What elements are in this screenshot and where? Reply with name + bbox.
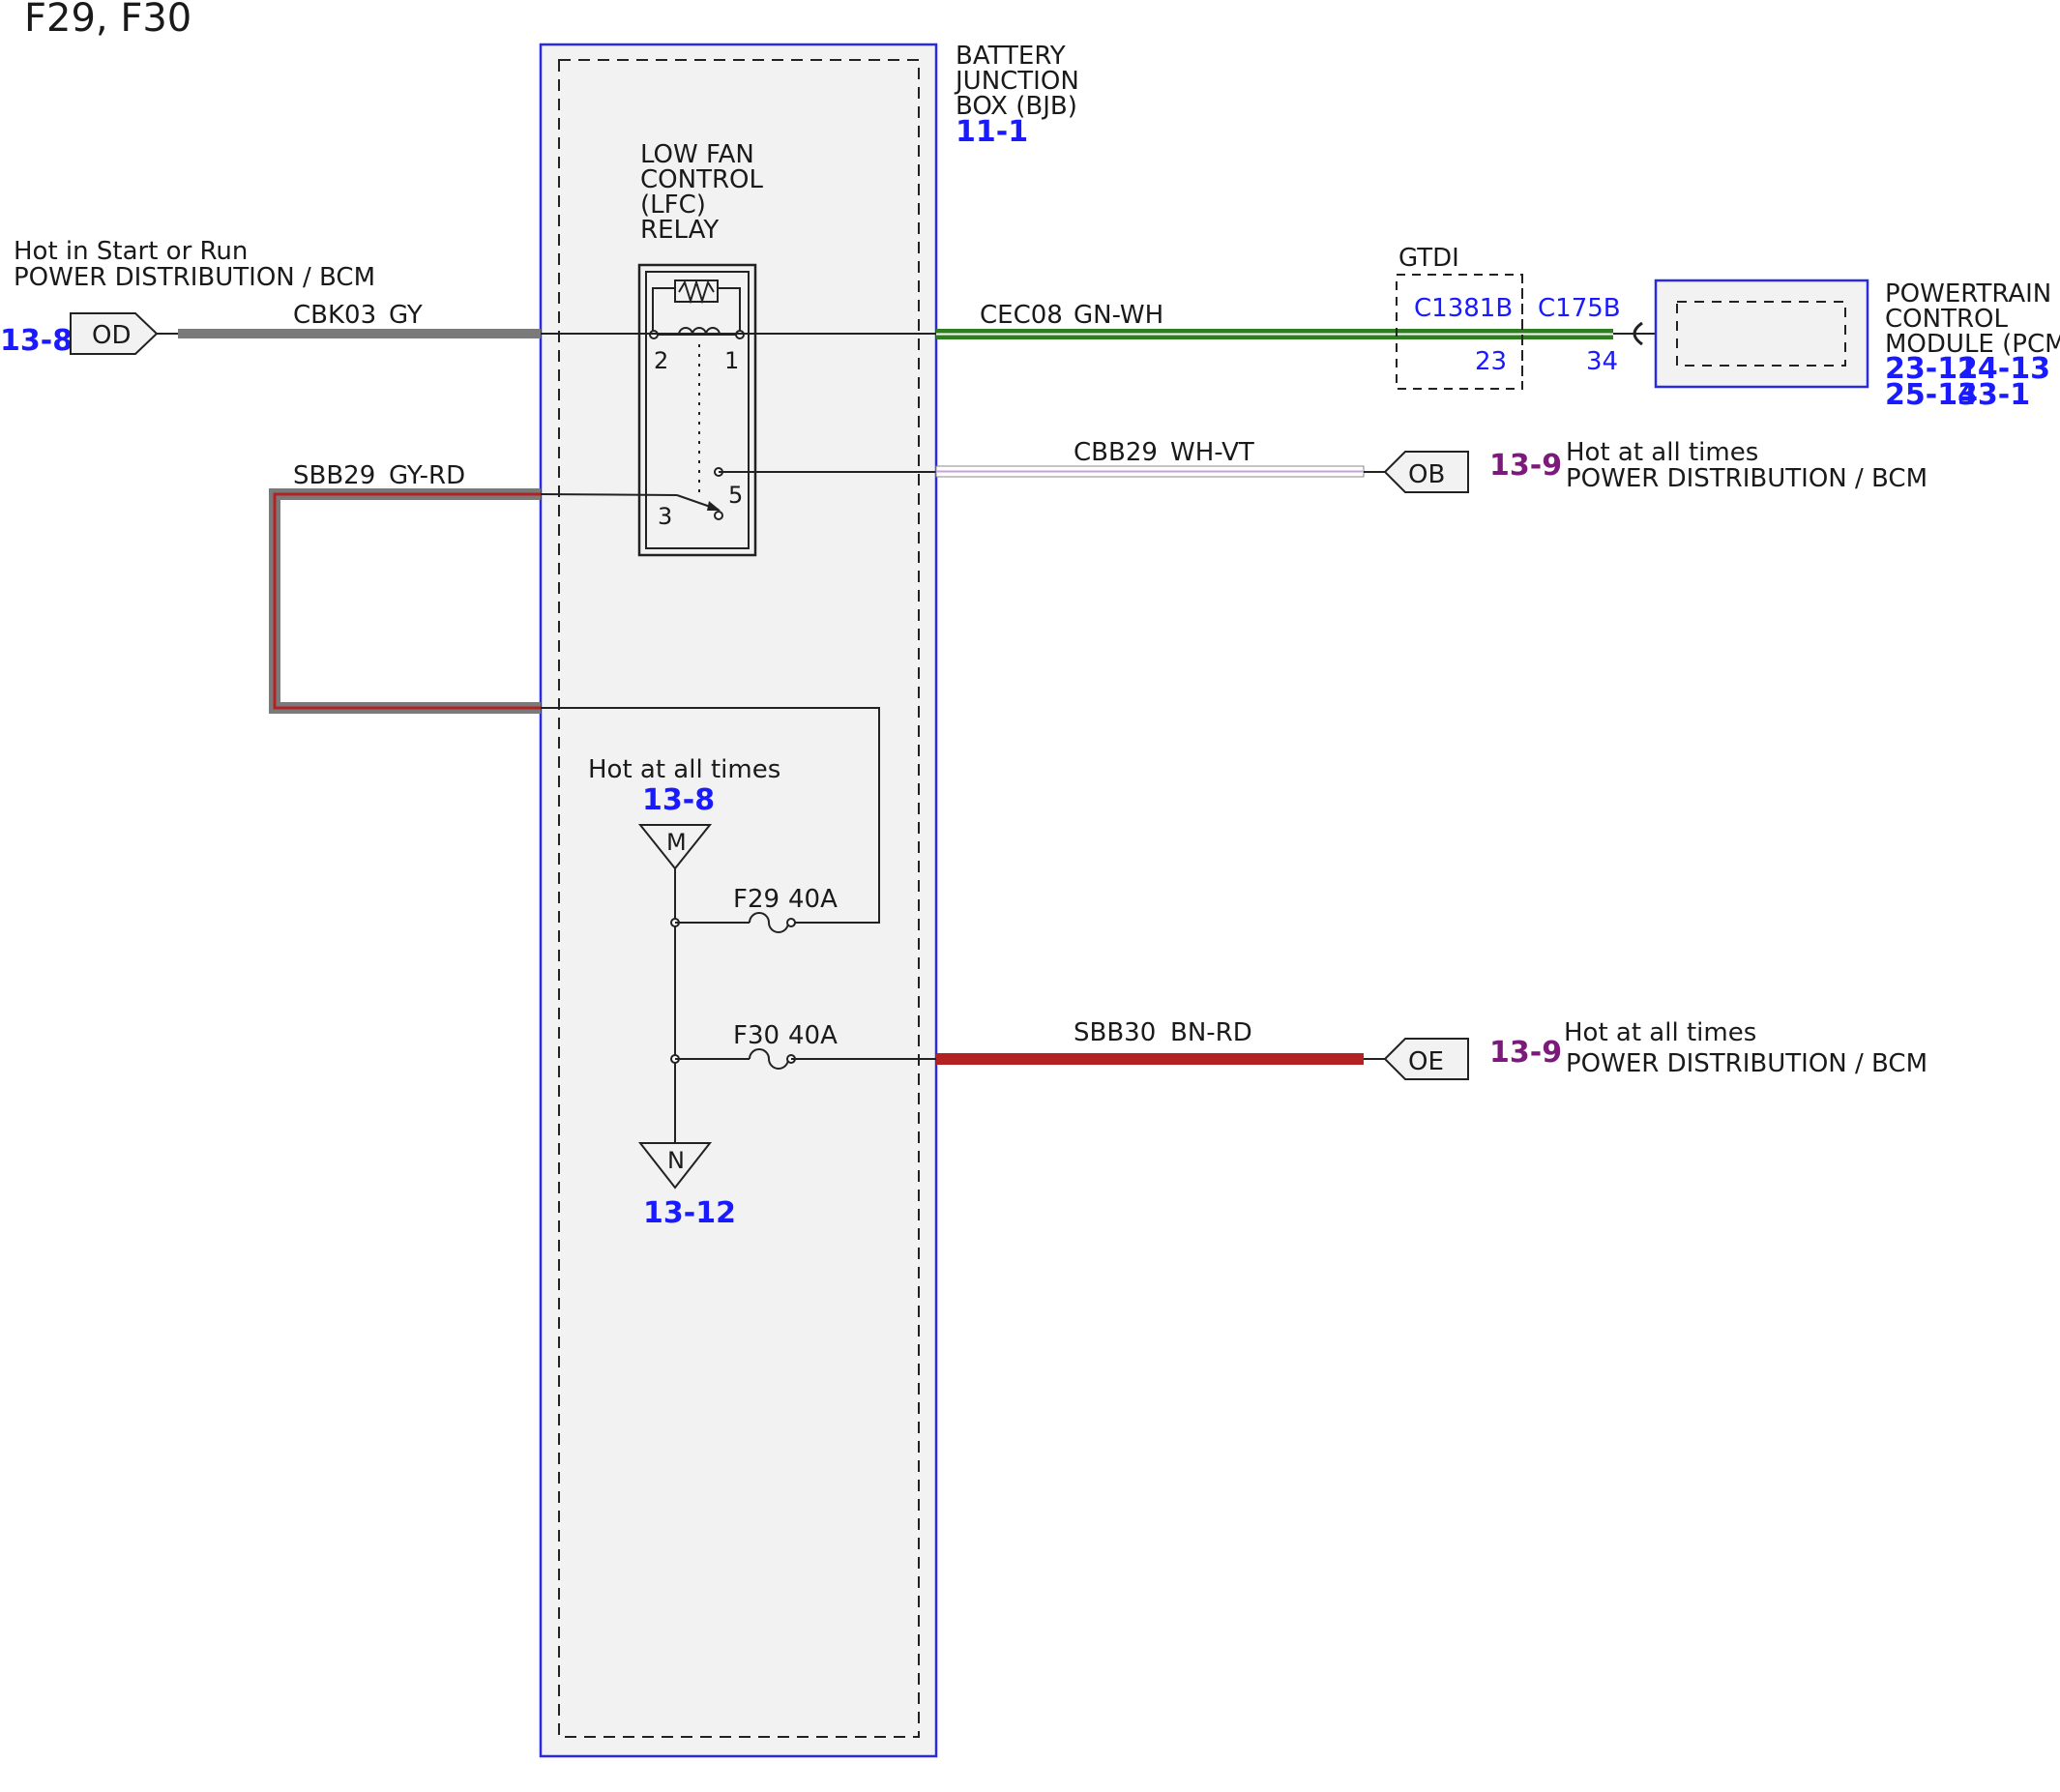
wire-sbb29	[269, 488, 541, 714]
od-label: OD	[92, 321, 132, 350]
bus-m-label: M	[666, 829, 687, 856]
fuse-f29-name: F29	[733, 885, 780, 914]
relay-pin-5: 5	[728, 482, 743, 509]
bus-n-terminal	[637, 1142, 713, 1190]
bus-n-label: N	[667, 1147, 685, 1174]
relay-label-4: RELAY	[640, 216, 719, 245]
bus-n-ref[interactable]: 13-12	[643, 1196, 736, 1230]
pcm-module	[1654, 279, 1869, 389]
oe-label: OE	[1408, 1047, 1444, 1076]
gtdi-c1381b-pin: 23	[1475, 347, 1507, 376]
wire-cbk03-circuit: CBK03	[293, 301, 376, 330]
oe-desc-1: Hot at all times	[1564, 1018, 1756, 1047]
relay-pin-1: 1	[724, 347, 739, 374]
wire-sbb29-color: GY-RD	[389, 461, 465, 490]
relay-label-1: LOW FAN	[640, 140, 754, 169]
pcm-label-1: POWERTRAIN	[1885, 279, 2051, 308]
bjb-label-1: BATTERY	[956, 42, 1066, 71]
od-desc-1: Hot in Start or Run	[14, 237, 248, 266]
ob-ref[interactable]: 13-9	[1489, 449, 1562, 483]
od-desc-2: POWER DISTRIBUTION / BCM	[14, 263, 375, 292]
bjb-inner-boundary	[558, 59, 920, 1738]
pcm-ref-2[interactable]: 24-13	[1957, 352, 2050, 386]
bjb-label-2: JUNCTION	[954, 67, 1079, 96]
oe-desc-2: POWER DISTRIBUTION / BCM	[1566, 1049, 1928, 1078]
gtdi-c1381b[interactable]: C1381B	[1414, 294, 1513, 323]
wire-sbb29-circuit: SBB29	[293, 461, 375, 490]
wire-cbb29-color: WH-VT	[1170, 438, 1254, 467]
relay-pin-2: 2	[654, 347, 668, 374]
wire-cbb29	[935, 465, 1365, 478]
ob-desc-1: Hot at all times	[1566, 438, 1758, 467]
bjb-label-3: BOX (BJB)	[956, 92, 1077, 121]
wire-cbk03-color: GY	[389, 301, 423, 330]
wire-cbb29-circuit: CBB29	[1074, 438, 1158, 467]
relay-label-2: CONTROL	[640, 165, 763, 194]
gtdi-c175b[interactable]: C175B	[1538, 294, 1621, 323]
pcm-ref-1[interactable]: 23-11	[1885, 352, 1978, 386]
oe-connector	[1383, 1038, 1469, 1080]
lfc-relay	[637, 263, 757, 557]
fuse-f30-rating: 40A	[788, 1021, 838, 1050]
bjb-ref[interactable]: 11-1	[956, 115, 1028, 149]
page-title: F29, F30	[24, 0, 191, 41]
bus-m-terminal	[637, 824, 713, 870]
relay-pin-3: 3	[658, 503, 672, 530]
pcm-ref-4[interactable]: 33-1	[1957, 378, 2030, 412]
bus-hot-label: Hot at all times	[588, 755, 780, 784]
wire-cec08-circuit: CEC08	[980, 301, 1063, 330]
relay-label-3: (LFC)	[640, 191, 706, 220]
od-ref[interactable]: 13-8	[0, 324, 73, 358]
gtdi-connector	[1396, 274, 1523, 390]
pcm-label-3: MODULE (PCM)	[1885, 330, 2060, 359]
gtdi-c175b-pin: 34	[1586, 347, 1618, 376]
gtdi-label: GTDI	[1398, 244, 1459, 273]
wire-sbb30-circuit: SBB30	[1074, 1018, 1156, 1047]
fuse-f29-rating: 40A	[788, 885, 838, 914]
pcm-ref-3[interactable]: 25-14	[1885, 378, 1978, 412]
oe-ref[interactable]: 13-9	[1489, 1036, 1562, 1070]
fuse-f29	[749, 912, 789, 933]
wire-sbb30	[936, 1053, 1364, 1065]
ob-desc-2: POWER DISTRIBUTION / BCM	[1566, 464, 1928, 493]
fuse-f30	[749, 1048, 789, 1070]
ob-connector	[1383, 451, 1469, 493]
od-connector	[70, 312, 159, 355]
ob-label: OB	[1408, 460, 1445, 489]
wire-cec08-color: GN-WH	[1074, 301, 1163, 330]
bus-m-ref[interactable]: 13-8	[642, 783, 715, 817]
pcm-label-2: CONTROL	[1885, 305, 2008, 334]
wire-sbb30-color: BN-RD	[1170, 1018, 1252, 1047]
wire-cbk03	[178, 329, 541, 338]
wire-cec08	[936, 329, 1613, 339]
fuse-f30-name: F30	[733, 1021, 780, 1050]
